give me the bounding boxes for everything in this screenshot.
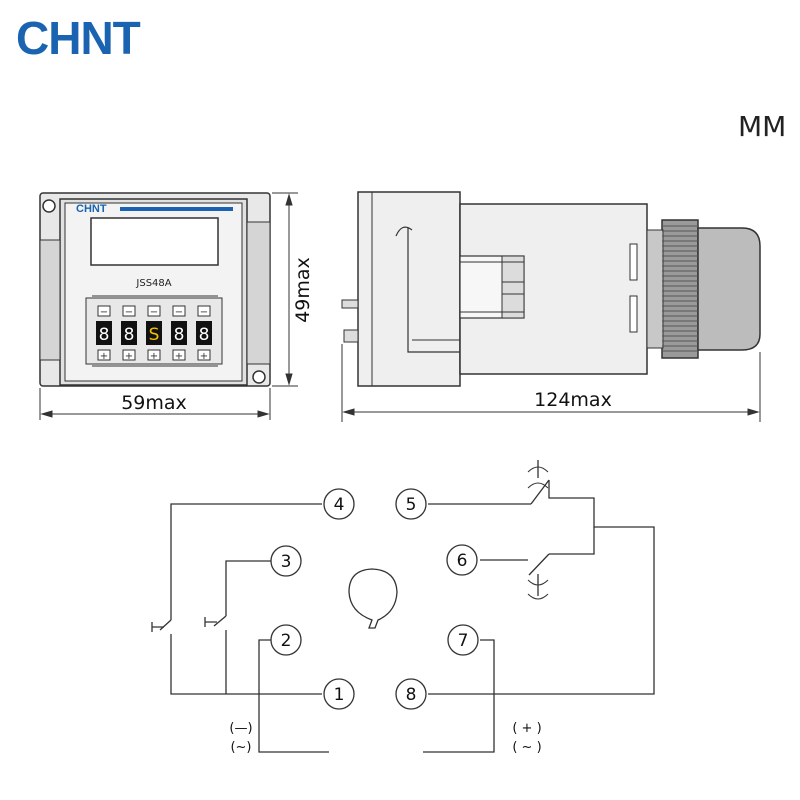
minus-symbol: − <box>175 307 183 318</box>
panel-logo: CHNT <box>76 203 107 215</box>
minus-symbol: − <box>125 307 133 318</box>
length-label: 124max <box>534 389 612 411</box>
terminal-1-circle <box>323 678 355 710</box>
side-dimensions <box>341 344 761 422</box>
digit-buttons: − 8 + − 8 + − S + − 8 + − 8 + <box>96 305 212 362</box>
plus-button-5[interactable] <box>197 349 211 361</box>
terminal-4-label: 4 <box>334 495 345 515</box>
minus-symbol: − <box>100 307 108 318</box>
digit-display-5 <box>196 321 212 345</box>
front-dimensions <box>39 192 298 420</box>
digit-3: S <box>149 325 160 345</box>
minus-button-3[interactable] <box>147 305 161 317</box>
minus-symbol: − <box>150 307 158 318</box>
plus-symbol: + <box>200 351 208 362</box>
minus-button-2[interactable] <box>122 305 136 317</box>
right-polarity-ac: ( ~ ) <box>512 740 541 755</box>
wiring-diagram <box>151 460 655 753</box>
minus-button-5[interactable] <box>197 305 211 317</box>
minus-button-1[interactable] <box>97 305 111 317</box>
minus-button-4[interactable] <box>172 305 186 317</box>
height-label: 49max <box>292 257 314 323</box>
left-polarity-ac: (~) <box>230 740 251 755</box>
terminal-1-label: 1 <box>334 685 345 705</box>
digit-display-4 <box>171 321 187 345</box>
terminal-5-circle <box>395 488 427 520</box>
terminal-4-circle <box>323 488 355 520</box>
knurl-lines <box>662 225 698 352</box>
plus-symbol: + <box>125 351 133 362</box>
terminal-2-label: 2 <box>281 631 292 651</box>
digit-display-2 <box>121 321 137 345</box>
digit-display-3 <box>146 321 162 345</box>
terminal-7-label: 7 <box>458 631 469 651</box>
digit-4: 8 <box>174 325 185 345</box>
side-view <box>341 191 761 387</box>
digit-2: 8 <box>124 325 135 345</box>
right-polarity-dc: ( + ) <box>512 721 541 736</box>
plus-symbol: + <box>150 351 158 362</box>
plus-button-4[interactable] <box>172 349 186 361</box>
terminal-6-label: 6 <box>457 551 468 571</box>
digit-1: 8 <box>99 325 110 345</box>
chnt-logo: CHNT <box>16 12 141 64</box>
terminal-3-circle <box>270 545 302 577</box>
plus-button-2[interactable] <box>122 349 136 361</box>
terminal-6-circle <box>446 544 478 576</box>
left-polarity-dc: (—) <box>229 721 252 736</box>
terminal-circles: 1 2 3 4 5 6 7 8 <box>270 488 479 710</box>
plus-symbol: + <box>175 351 183 362</box>
terminal-7-circle <box>447 624 479 656</box>
minus-symbol: − <box>200 307 208 318</box>
width-label: 59max <box>121 392 187 414</box>
plus-symbol: + <box>100 351 108 362</box>
terminal-8-label: 8 <box>406 685 417 705</box>
terminal-3-label: 3 <box>281 552 292 572</box>
model-label: JSS48A <box>135 278 171 289</box>
plus-button-3[interactable] <box>147 349 161 361</box>
unit-label: MM <box>738 110 786 143</box>
terminal-8-circle <box>395 678 427 710</box>
digit-5: 8 <box>199 325 210 345</box>
terminal-2-circle <box>270 624 302 656</box>
terminal-5-label: 5 <box>406 495 417 515</box>
digit-display-1 <box>96 321 112 345</box>
plus-button-1[interactable] <box>97 349 111 361</box>
